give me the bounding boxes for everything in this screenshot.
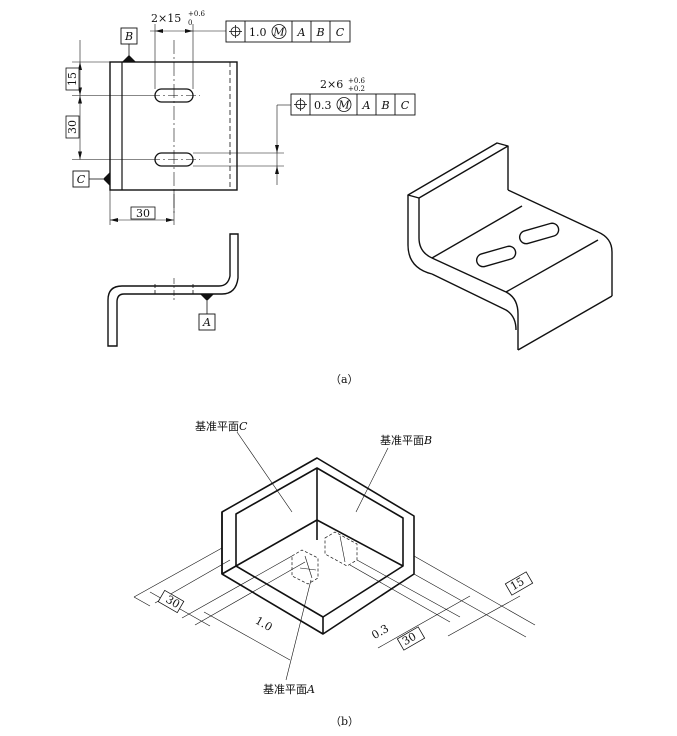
label-plane-b: 基准平面B xyxy=(380,434,432,447)
isometric-bracket xyxy=(407,142,613,351)
b-dim-box-30-right: 30 xyxy=(396,626,426,651)
datum-a-symbol: A xyxy=(198,294,216,331)
front-view-arrowheads xyxy=(78,29,279,222)
caption-a: （a） xyxy=(330,373,359,386)
plate-outline xyxy=(109,61,238,191)
datum-a-label: A xyxy=(202,316,211,329)
b-dimension-lines xyxy=(133,547,536,661)
front-view-dimensions xyxy=(72,24,291,225)
datum-c-symbol: C xyxy=(72,170,110,188)
b-dim-1-0: 1.0 xyxy=(253,614,275,634)
b-dim-0-3: 0.3 xyxy=(369,622,391,642)
label-plane-c: 基准平面C xyxy=(195,420,248,433)
b-dim-box-30-left: 30 xyxy=(157,589,185,614)
slot-length-tol-upper: +0.6 xyxy=(188,10,206,18)
fcf2-ref-a: A xyxy=(362,99,371,112)
datum-frame-box xyxy=(221,457,415,635)
position-symbol-icon xyxy=(294,98,307,111)
dim-30-vertical: 30 xyxy=(66,120,79,134)
position-symbol-icon xyxy=(229,25,242,38)
slot-width-count: 2×6 xyxy=(320,78,343,91)
front-view xyxy=(109,40,238,215)
zone-center-lines xyxy=(299,535,346,579)
fcf1-ref-b: B xyxy=(315,26,324,39)
dim-30-h-box xyxy=(130,206,156,220)
b-dim-box-15: 15 xyxy=(504,571,534,596)
feature-control-frame-1: 1.0 M A B C xyxy=(225,20,351,43)
datum-c-label: C xyxy=(77,173,86,186)
fcf1-ref-c: C xyxy=(336,26,345,39)
tolerance-zones xyxy=(291,531,358,585)
b-dim-15: 15 xyxy=(508,575,527,593)
plane-leaders xyxy=(236,431,389,681)
datum-triangle-icon xyxy=(103,172,110,186)
dim-15-box xyxy=(65,67,80,91)
datum-triangle-icon xyxy=(200,294,214,301)
side-view-hidden-slots xyxy=(154,284,194,296)
fcf2-ref-c: C xyxy=(401,99,410,112)
b-dim-30-right: 30 xyxy=(400,630,419,648)
feature-control-frame-2: 0.3 M A B C xyxy=(290,93,416,116)
slot-length-count: 2×15 xyxy=(151,12,181,25)
slot-width-tol-upper: +0.6 xyxy=(348,77,366,85)
side-view-profile xyxy=(107,233,239,347)
mmc-circle-icon xyxy=(336,97,352,112)
datum-b-symbol: B xyxy=(120,27,138,62)
datum-triangle-icon xyxy=(122,55,136,62)
mmc-circle-icon xyxy=(271,24,287,39)
slot-length-tol-lower: 0 xyxy=(188,19,192,27)
b-dim-30-left: 30 xyxy=(163,593,182,611)
dim-30-horizontal: 30 xyxy=(136,207,150,220)
dim-30-box xyxy=(65,115,80,139)
fcf1-tolerance: 1.0 xyxy=(249,26,267,39)
label-plane-a: 基准平面A xyxy=(263,683,315,696)
fcf1-ref-a: A xyxy=(297,26,306,39)
slot-width-tol-lower: +0.2 xyxy=(348,85,365,93)
fcf1-modifier: M xyxy=(272,26,285,39)
fcf2-modifier: M xyxy=(337,99,350,112)
caption-b: （b） xyxy=(330,715,359,728)
dim-15-vertical: 15 xyxy=(66,72,79,86)
fcf2-ref-b: B xyxy=(380,99,389,112)
datum-b-label: B xyxy=(124,30,133,43)
fcf2-tolerance: 0.3 xyxy=(314,99,332,112)
